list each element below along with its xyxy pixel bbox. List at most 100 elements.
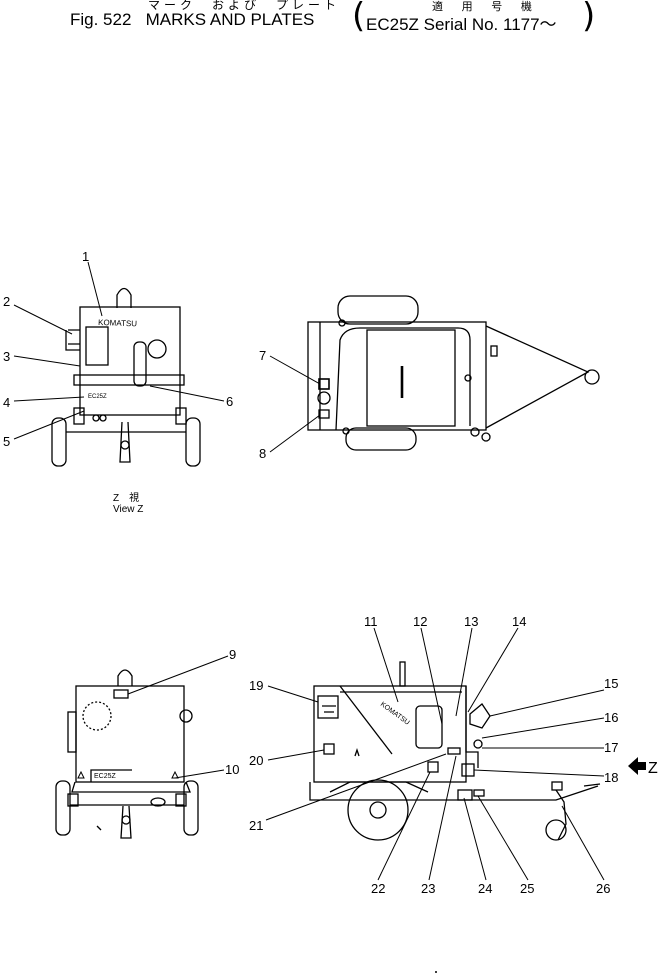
leader-lines — [13, 261, 605, 881]
side-window — [415, 705, 443, 749]
hitch-icon — [121, 815, 131, 825]
view-z-caption-en: View Z — [113, 504, 144, 515]
left-arrow-icon — [628, 757, 646, 775]
left-fender — [73, 407, 85, 425]
side-jack — [555, 789, 567, 841]
leader-12 — [420, 627, 443, 725]
right-fender — [175, 407, 187, 425]
callout-7: 7 — [259, 348, 266, 363]
side-fender — [329, 781, 429, 793]
callout-9: 9 — [229, 647, 236, 662]
leader-22 — [377, 771, 431, 881]
rear-tick — [96, 825, 102, 831]
callout-26: 26 — [596, 881, 610, 896]
side-hub-icon — [369, 801, 387, 819]
bolt-icon — [99, 414, 107, 422]
callout-25: 25 — [520, 881, 534, 896]
side-body — [313, 685, 467, 783]
top-canopy — [366, 329, 456, 427]
model-plate-front: EC25Z — [88, 394, 107, 400]
plate-9 — [113, 689, 129, 699]
callout-13: 13 — [464, 614, 478, 629]
leader-6 — [149, 385, 225, 402]
plate-8 — [318, 409, 330, 419]
frame-crossbar — [73, 374, 185, 386]
plate-23 — [447, 747, 461, 755]
callout-12: 12 — [413, 614, 427, 629]
rear-right-fender — [175, 793, 187, 807]
applicability-paren-close: ) — [582, 0, 596, 36]
jack-bracket — [490, 345, 498, 357]
leader-5 — [13, 410, 85, 440]
callout-11: 11 — [364, 614, 378, 629]
callout-20: 20 — [249, 753, 263, 768]
caster-wheel-icon — [545, 819, 567, 841]
lifting-hook-icon — [117, 669, 133, 686]
scan-dot — [435, 971, 437, 973]
plate-20 — [323, 743, 335, 755]
callout-4: 4 — [3, 395, 10, 410]
front-view-z — [51, 287, 201, 467]
callout-18: 18 — [604, 770, 618, 785]
leader-13 — [455, 627, 473, 717]
title-japanese: マーク および プレート — [148, 0, 341, 12]
view-z-caption-jp: Z 視 — [113, 493, 140, 504]
generator-body — [79, 306, 181, 416]
rear-model-plate — [90, 769, 132, 782]
leader-25 — [477, 795, 529, 881]
leader-7 — [269, 355, 321, 385]
bolt-icon — [92, 414, 100, 422]
figure-number: Fig. 522 — [70, 10, 132, 29]
brand-plate-side: KOMATSU — [379, 701, 411, 727]
plate-19 — [317, 695, 339, 719]
jack-icon — [481, 432, 491, 442]
callout-2: 2 — [3, 294, 10, 309]
callout-19: 19 — [249, 678, 263, 693]
side-chassis — [309, 782, 599, 801]
leader-9 — [127, 655, 229, 695]
leader-16 — [481, 717, 605, 739]
side-door-edge — [339, 685, 393, 755]
leader-20 — [267, 749, 325, 761]
top-wheel-lower — [345, 427, 417, 451]
side-valve-icon — [469, 703, 491, 729]
rear-drain-icon — [150, 797, 166, 807]
leader-3 — [13, 355, 81, 367]
vent-grille-icon — [82, 701, 112, 731]
jack-icon — [470, 427, 480, 437]
left-wheel — [51, 417, 67, 467]
callout-23: 23 — [421, 881, 435, 896]
figure-title: Fig. 522 MARKS AND PLATES — [70, 10, 314, 30]
brand-plate-front: KOMATSU — [98, 318, 137, 328]
leader-24 — [463, 797, 487, 881]
rear-base — [71, 781, 191, 793]
bolt-icon — [338, 319, 346, 327]
rear-left-wheel — [55, 780, 71, 836]
control-panel-door — [85, 326, 109, 366]
applicability-serial: EC25Z Serial No. 1177～ — [366, 15, 557, 34]
caster-bracket — [551, 781, 563, 791]
applicability-japanese: 適 用 号 機 — [432, 0, 538, 13]
figure-title-text: MARKS AND PLATES — [145, 10, 315, 29]
exhaust-pipe — [133, 341, 147, 387]
callout-5: 5 — [3, 434, 10, 449]
callout-24: 24 — [478, 881, 492, 896]
leader-10 — [174, 769, 225, 779]
callout-8: 8 — [259, 446, 266, 461]
callout-3: 3 — [3, 349, 10, 364]
callout-16: 16 — [604, 710, 618, 725]
plate-25 — [473, 789, 485, 797]
rear-left-fender — [67, 793, 79, 807]
side-triangle-mark — [354, 747, 360, 757]
leader-23 — [428, 755, 457, 881]
side-rear-step — [465, 686, 479, 768]
top-view — [307, 295, 600, 451]
rear-body — [75, 685, 185, 783]
top-hood — [335, 327, 471, 431]
leader-18 — [473, 769, 605, 777]
leader-15 — [489, 689, 605, 717]
rear-right-wheel — [183, 780, 199, 836]
top-wheel-upper — [337, 295, 419, 325]
